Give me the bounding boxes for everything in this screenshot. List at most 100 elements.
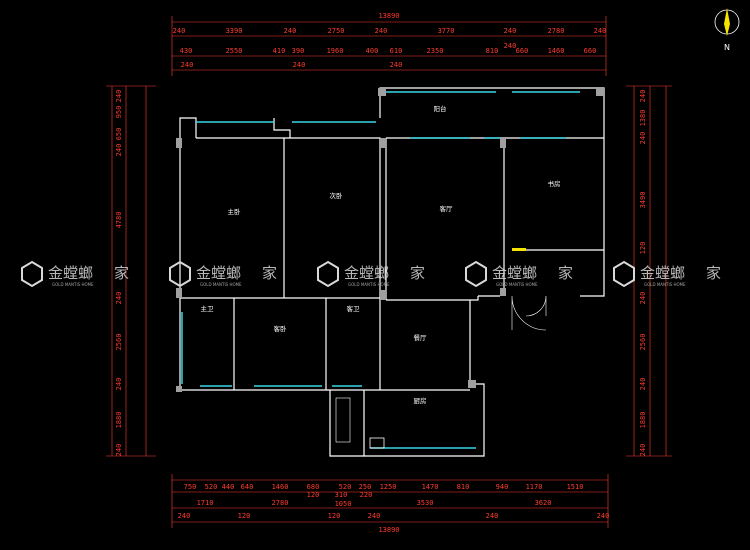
dim-label: 240 [115, 378, 123, 391]
watermark-sub: GOLD MANTIS HOME [644, 282, 686, 287]
watermark-logo: 金螳螂 家 GOLD MANTIS HOME [317, 260, 425, 288]
bottom-overall-dim: 13890 [378, 526, 399, 534]
dim-label: 520 [205, 483, 218, 491]
dim-label: 240 [293, 61, 306, 69]
watermark-sub: GOLD MANTIS HOME [52, 282, 94, 287]
dim-label: 2560 [639, 334, 647, 351]
watermark-sub: GOLD MANTIS HOME [348, 282, 390, 287]
dim-label: 240 [173, 27, 186, 35]
dim-label: 1460 [272, 483, 289, 491]
dim-label: 250 [359, 483, 372, 491]
room-label-second: 次卧 [330, 191, 344, 200]
top-overall-dim: 13890 [378, 12, 399, 20]
dim-label: 240 [639, 378, 647, 391]
dim-label: 240 [639, 132, 647, 145]
dim-label: 440 [222, 483, 235, 491]
dim-label: 220 [360, 491, 373, 499]
dim-label: 240 [368, 512, 381, 520]
dim-label: 240 [486, 512, 499, 520]
dim-label: 1050 [335, 500, 352, 508]
dim-label: 4780 [115, 212, 123, 229]
dim-label: 2350 [427, 47, 444, 55]
compass-label: N [724, 43, 730, 52]
dim-label: 3770 [438, 27, 455, 35]
dim-label: 240 [639, 444, 647, 457]
dim-label: 950 [115, 106, 123, 119]
dim-label: 240 [181, 61, 194, 69]
dim-label: 1380 [639, 110, 647, 127]
dim-label: 430 [180, 47, 193, 55]
dim-label: 1470 [422, 483, 439, 491]
watermarks: 金螳螂 家 GOLD MANTIS HOME 金螳螂 家 GOLD MANTIS… [21, 260, 721, 288]
dim-label: 940 [496, 483, 509, 491]
dim-label: 240 [375, 27, 388, 35]
watermark-brand: 金螳螂 [640, 264, 685, 282]
dim-label: 120 [238, 512, 251, 520]
watermark-sub: GOLD MANTIS HOME [200, 282, 242, 287]
right-dimensions: 240 1380 240 3490 120 240 2560 240 1880 … [626, 85, 672, 457]
room-label-guest: 客卧 [274, 324, 288, 333]
dim-label: 3530 [417, 499, 434, 507]
dim-label: 1250 [380, 483, 397, 491]
bottom-dimensions: 750 520 440 640 1460 680 520 250 1250 14… [171, 474, 610, 534]
dim-label: 240 [115, 90, 123, 103]
room-label-bath1: 主卫 [201, 304, 215, 313]
watermark-suffix: 家 [262, 264, 277, 282]
watermark-brand: 金螳螂 [196, 264, 241, 282]
dim-label: 390 [292, 47, 305, 55]
watermark-logo: 金螳螂 家 GOLD MANTIS HOME [21, 260, 129, 288]
dim-label: 660 [584, 47, 597, 55]
dim-label: 240 [639, 90, 647, 103]
room-labels: 主卧 次卧 客厅 书房 阳台 主卫 客卧 客卫 餐厅 厨房 [201, 104, 561, 405]
dim-label: 2780 [548, 27, 565, 35]
dim-label: 240 [178, 512, 191, 520]
dim-label: 520 [339, 483, 352, 491]
watermark-logo: 金螳螂 家 GOLD MANTIS HOME [465, 260, 573, 288]
dim-label: 680 [307, 483, 320, 491]
dim-label: 2550 [226, 47, 243, 55]
dim-label: 120 [639, 242, 647, 255]
dim-label: 2780 [272, 499, 289, 507]
room-label-dining: 餐厅 [414, 333, 428, 342]
dim-label: 240 [504, 27, 517, 35]
room-label-study: 书房 [548, 179, 561, 188]
dim-label: 240 [115, 444, 123, 457]
top-dimensions: 13890 240 3390 240 2750 240 3770 240 278… [171, 12, 607, 76]
dim-label: 120 [328, 512, 341, 520]
dim-label: 810 [486, 47, 499, 55]
dim-label: 240 [115, 292, 123, 305]
dim-label: 810 [457, 483, 470, 491]
windows [181, 91, 580, 449]
watermark-suffix: 家 [114, 264, 129, 282]
watermark-logo: 金螳螂 家 GOLD MANTIS HOME [169, 260, 277, 288]
dim-label: 240 [115, 144, 123, 157]
room-label-living: 客厅 [440, 204, 454, 213]
dim-label: 1960 [327, 47, 344, 55]
dim-label: 240 [594, 27, 607, 35]
watermark-brand: 金螳螂 [344, 264, 389, 282]
dim-label: 640 [241, 483, 254, 491]
dim-label: 1710 [197, 499, 214, 507]
dim-label: 1460 [548, 47, 565, 55]
left-dimensions: 240 950 650 240 4780 240 2560 240 1880 2… [106, 85, 156, 457]
dim-label: 660 [516, 47, 529, 55]
dim-label: 750 [184, 483, 197, 491]
watermark-logo: 金螳螂 家 GOLD MANTIS HOME [613, 260, 721, 288]
dim-label: 310 [335, 491, 348, 499]
dim-label: 240 [390, 61, 403, 69]
dim-label: 240 [639, 292, 647, 305]
dim-label: 2750 [328, 27, 345, 35]
watermark-suffix: 家 [558, 264, 573, 282]
dim-label: 120 [307, 491, 320, 499]
dim-label: 240 [597, 512, 610, 520]
dim-label: 3390 [226, 27, 243, 35]
dim-label: 240 [284, 27, 297, 35]
dim-label: 1880 [115, 412, 123, 429]
room-label-master: 主卧 [228, 207, 242, 216]
dim-label: 650 [115, 128, 123, 141]
watermark-suffix: 家 [706, 264, 721, 282]
dim-label: 2560 [115, 334, 123, 351]
dim-label: 1510 [567, 483, 584, 491]
dim-label: 1880 [639, 412, 647, 429]
